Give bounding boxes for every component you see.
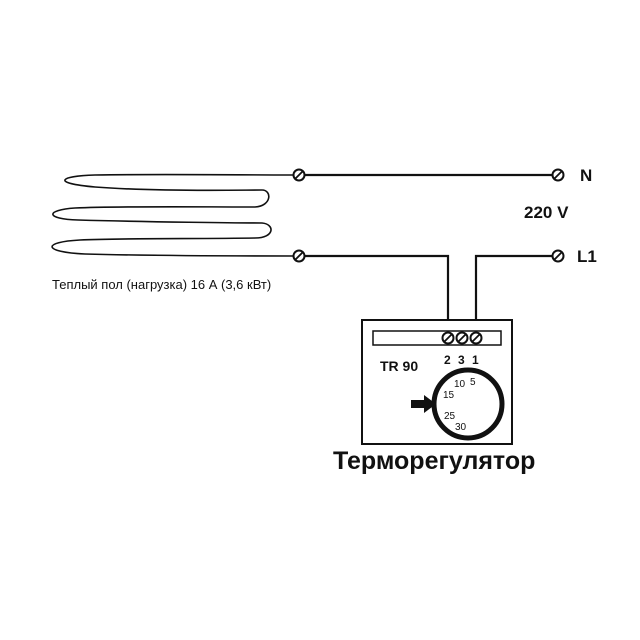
temperature-dial[interactable]: [431, 367, 505, 441]
terminal-screw-1: [469, 331, 483, 345]
terminal-number-2: 2: [444, 353, 451, 367]
wires: [304, 173, 552, 333]
heating-cable: [51, 173, 298, 257]
neutral-label: N: [580, 166, 592, 185]
terminal-number-1: 1: [472, 353, 479, 367]
dial-mark-5: 5: [470, 377, 476, 388]
arrow-right-icon: [411, 395, 436, 413]
line-label: L1: [577, 247, 597, 266]
terminal-screw-cable-neutral: [292, 168, 306, 182]
dial-mark-30: 30: [455, 422, 467, 433]
device-model: TR 90: [380, 358, 418, 374]
terminal-screw-l1: [551, 249, 565, 263]
dial-mark-10: 10: [454, 379, 466, 390]
terminal-screw-3: [455, 331, 469, 345]
terminal-screw-n: [551, 168, 565, 182]
terminal-screw-cable-load: [292, 249, 306, 263]
heating-cable-loop: [51, 173, 298, 257]
terminal-number-3: 3: [458, 353, 465, 367]
voltage-label: 220 V: [524, 203, 569, 222]
terminal-strip: [372, 330, 502, 346]
device-caption: Терморегулятор: [333, 447, 535, 475]
dial-mark-25: 25: [444, 411, 456, 422]
load-wire: [304, 254, 450, 333]
terminal-screw-2: [441, 331, 455, 345]
load-caption: Теплый пол (нагрузка) 16 А (3,6 кВт): [52, 277, 271, 292]
thermostat: 2 3 1 TR 90 5 10 15 25 30: [361, 319, 513, 445]
line-wire: [474, 254, 552, 333]
dial-mark-15: 15: [443, 390, 455, 401]
